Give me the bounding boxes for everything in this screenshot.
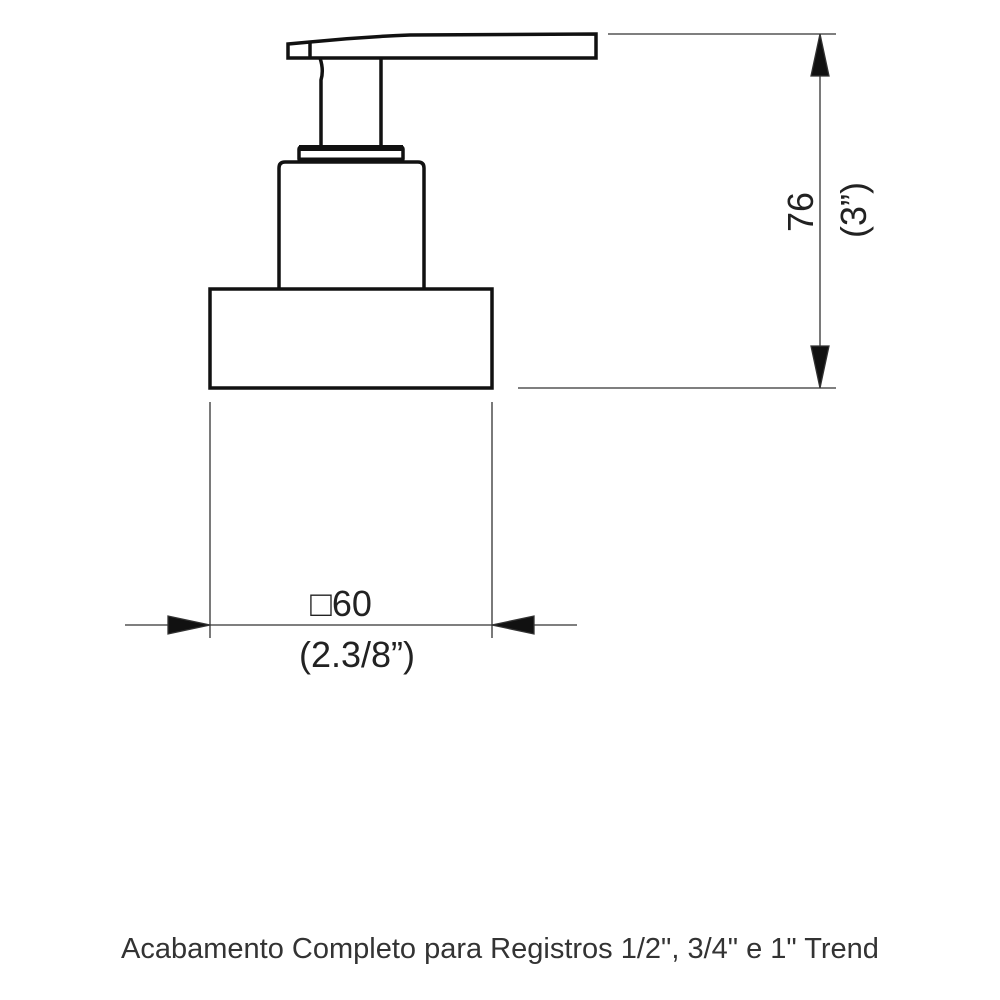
arrow-down-icon — [810, 345, 830, 389]
arrow-left-icon — [491, 615, 535, 635]
width-imperial-label: (2.3/8”) — [299, 634, 415, 675]
width-dimension — [125, 402, 577, 638]
stem — [318, 57, 383, 147]
caption: Acabamento Completo para Registros 1/2",… — [121, 933, 879, 965]
square-symbol: □ — [310, 583, 332, 624]
valve-handle-part — [208, 32, 598, 390]
height-metric-label: 76 — [780, 192, 821, 232]
arrow-right-icon — [167, 615, 211, 635]
width-metric-label: 60 — [332, 583, 372, 624]
svg-text:□60: □60 — [310, 583, 372, 624]
height-dimension — [518, 33, 836, 389]
height-imperial-label: (3”) — [833, 182, 874, 238]
lever-handle — [286, 32, 598, 60]
square-base-plate — [208, 287, 494, 390]
body-cylinder — [277, 160, 426, 289]
arrow-up-icon — [810, 33, 830, 77]
